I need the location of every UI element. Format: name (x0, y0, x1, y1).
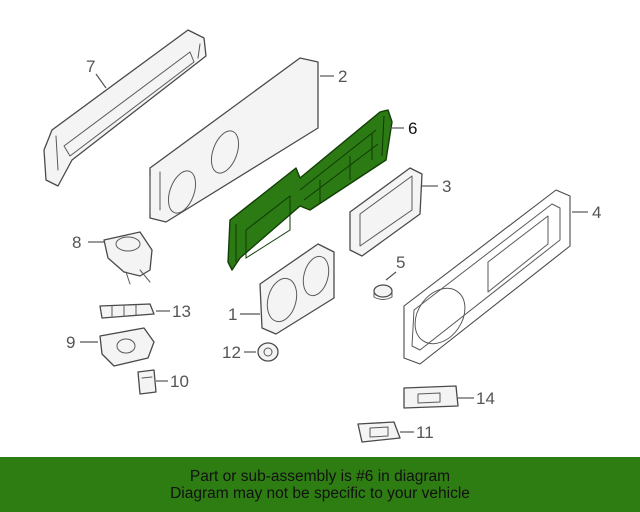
part-11-connector[interactable] (357, 421, 401, 443)
callout-2: 2 (338, 67, 347, 86)
diagram-notice-banner: Part or sub-assembly is #6 in diagram Di… (0, 457, 640, 512)
callout-12: 12 (222, 343, 241, 362)
banner-line-2: Diagram may not be specific to your vehi… (170, 484, 470, 502)
part-5-knob[interactable] (373, 284, 393, 300)
callout-13: 13 (172, 302, 191, 321)
callout-3: 3 (442, 177, 451, 196)
part-2-lens-cover[interactable] (149, 57, 319, 223)
parts-diagram: 7 2 6 3 4 5 8 13 9 10 1 12 14 11 (43, 29, 601, 443)
callout-6: 6 (408, 119, 417, 138)
part-13-switch-bar[interactable] (99, 303, 155, 319)
part-1-instrument-cluster[interactable] (259, 243, 335, 335)
part-12-sensor[interactable] (257, 342, 279, 362)
callout-14: 14 (476, 389, 495, 408)
callout-9: 9 (66, 333, 75, 352)
part-7-rear-frame[interactable] (43, 29, 207, 187)
part-9-headlight-switch[interactable] (99, 327, 155, 367)
part-14-module[interactable] (403, 385, 459, 409)
callout-8: 8 (72, 233, 81, 252)
callout-11: 11 (416, 423, 434, 442)
callout-4: 4 (592, 203, 601, 222)
banner-line-1: Part or sub-assembly is #6 in diagram (189, 467, 451, 485)
part-4-front-bezel[interactable] (403, 189, 571, 365)
callout-1: 1 (228, 305, 237, 324)
callout-5: 5 (396, 253, 405, 272)
callout-lines (80, 73, 588, 433)
part-6-cluster-housing[interactable] (227, 109, 393, 271)
part-8-sensor[interactable] (103, 231, 153, 285)
callout-10: 10 (170, 372, 189, 391)
part-3-display-module[interactable] (349, 167, 423, 257)
part-10-switch[interactable] (137, 369, 157, 395)
callout-7: 7 (86, 57, 95, 76)
